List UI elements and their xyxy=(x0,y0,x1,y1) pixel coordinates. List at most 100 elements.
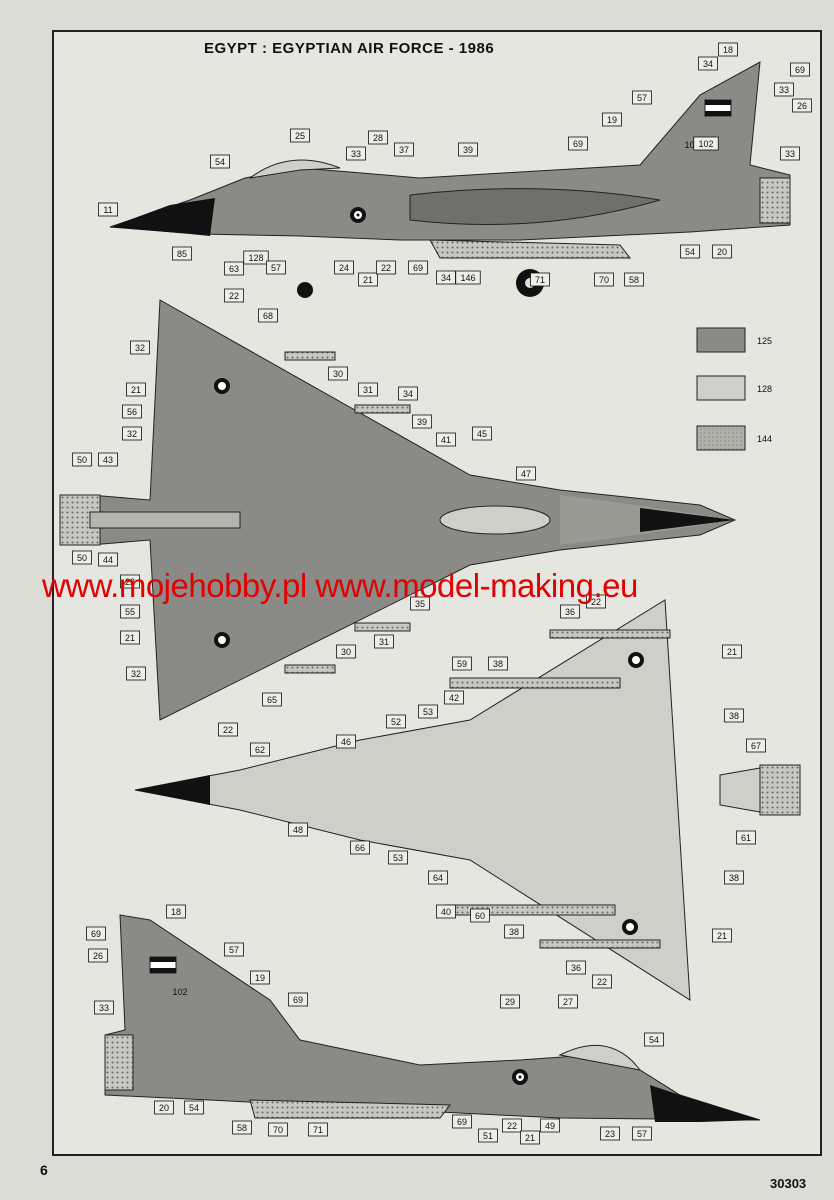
callout-box xyxy=(418,704,438,719)
callout-box xyxy=(746,738,766,753)
callout-box xyxy=(126,382,146,397)
callout-box xyxy=(455,270,481,285)
callout-number: 38 xyxy=(509,927,519,937)
callout-box xyxy=(94,1000,114,1015)
callout-box xyxy=(470,908,490,923)
callout-number: 62 xyxy=(255,745,265,755)
callout-number: 38 xyxy=(729,711,739,721)
callout-number: 40 xyxy=(441,907,451,917)
callout-box xyxy=(478,1128,498,1143)
callout-box xyxy=(154,1100,174,1115)
callout-box xyxy=(408,260,428,275)
callout-number: 128 xyxy=(248,253,263,263)
legend-label-125: 125 xyxy=(757,336,772,346)
callout-number: 33 xyxy=(351,149,361,159)
callout-number: 69 xyxy=(413,263,423,273)
callout-box xyxy=(328,366,348,381)
callout-number: 33 xyxy=(99,1003,109,1013)
callout-number: 53 xyxy=(423,707,433,717)
legend-label-128: 128 xyxy=(757,384,772,394)
callout-number: 57 xyxy=(229,945,239,955)
callout-box xyxy=(258,308,278,323)
callout-number: 22 xyxy=(507,1121,517,1131)
callout-number: 61 xyxy=(741,833,751,843)
callout-number: 70 xyxy=(599,275,609,285)
callout-box xyxy=(232,1120,252,1135)
callout-box xyxy=(266,260,286,275)
callout-number: 22 xyxy=(229,291,239,301)
callout-number: 69 xyxy=(795,65,805,75)
serial-102-bottom: 102 xyxy=(172,987,187,997)
callout-number: 32 xyxy=(131,669,141,679)
callout-number: 29 xyxy=(505,997,515,1007)
callout-number: 21 xyxy=(125,633,135,643)
callout-number: 49 xyxy=(545,1121,555,1131)
callout-number: 66 xyxy=(355,843,365,853)
callout-box xyxy=(792,98,812,113)
callout-box xyxy=(376,260,396,275)
callout-number: 34 xyxy=(441,273,451,283)
callout-number: 18 xyxy=(171,907,181,917)
callout-box xyxy=(268,1122,288,1137)
callout-number: 34 xyxy=(403,389,413,399)
callout-number: 55 xyxy=(125,607,135,617)
callout-number: 22 xyxy=(591,597,601,607)
callout-number: 54 xyxy=(685,247,695,257)
callout-number: 146 xyxy=(460,273,475,283)
callout-number: 69 xyxy=(573,139,583,149)
callout-box xyxy=(98,202,118,217)
callout-box xyxy=(88,948,108,963)
legend-label-144: 144 xyxy=(757,434,772,444)
callout-box xyxy=(358,382,378,397)
colour-legend: 125 128 144 xyxy=(696,327,772,451)
callout-box xyxy=(243,250,269,265)
watermark-text: www.mojehobby.pl www.model-making.eu xyxy=(42,567,638,604)
callout-number: 36 xyxy=(571,963,581,973)
callout-number: 33 xyxy=(779,85,789,95)
callout-number: 54 xyxy=(189,1103,199,1113)
callout-number: 53 xyxy=(393,853,403,863)
callout-number: 35 xyxy=(415,599,425,609)
callout-number: 28 xyxy=(373,133,383,143)
callout-box xyxy=(166,904,186,919)
callout-number: 41 xyxy=(441,435,451,445)
callout-number: 30 xyxy=(333,369,343,379)
callout-number: 19 xyxy=(255,973,265,983)
callout-number: 31 xyxy=(379,637,389,647)
callout-box xyxy=(592,974,612,989)
callout-box xyxy=(568,136,588,151)
callout-number: 24 xyxy=(339,263,349,273)
callout-box xyxy=(288,822,308,837)
callout-box xyxy=(224,942,244,957)
callout-number: 39 xyxy=(417,417,427,427)
callout-number: 54 xyxy=(649,1035,659,1045)
callout-box xyxy=(504,924,524,939)
callout-box xyxy=(122,426,142,441)
callout-box xyxy=(72,452,92,467)
callout-number: 21 xyxy=(717,931,727,941)
callout-number: 21 xyxy=(525,1133,535,1143)
callout-number: 67 xyxy=(751,741,761,751)
callout-box xyxy=(502,1118,522,1133)
page-number: 6 xyxy=(40,1162,48,1178)
callout-number: 32 xyxy=(127,429,137,439)
callout-number: 22 xyxy=(223,725,233,735)
callout-box xyxy=(336,734,356,749)
callout-box xyxy=(436,904,456,919)
callout-number: 26 xyxy=(797,101,807,111)
callout-box xyxy=(458,142,478,157)
callout-box xyxy=(428,870,448,885)
callout-number: 71 xyxy=(535,275,545,285)
callout-box xyxy=(224,288,244,303)
callout-number: 22 xyxy=(597,977,607,987)
callout-number: 37 xyxy=(399,145,409,155)
callout-box xyxy=(120,630,140,645)
callout-box xyxy=(602,112,622,127)
callout-box xyxy=(780,146,800,161)
callout-number: 18 xyxy=(723,45,733,55)
side-view-top: 102 xyxy=(109,61,791,298)
callout-number: 46 xyxy=(341,737,351,747)
callout-box xyxy=(184,1100,204,1115)
callout-number: 69 xyxy=(293,995,303,1005)
